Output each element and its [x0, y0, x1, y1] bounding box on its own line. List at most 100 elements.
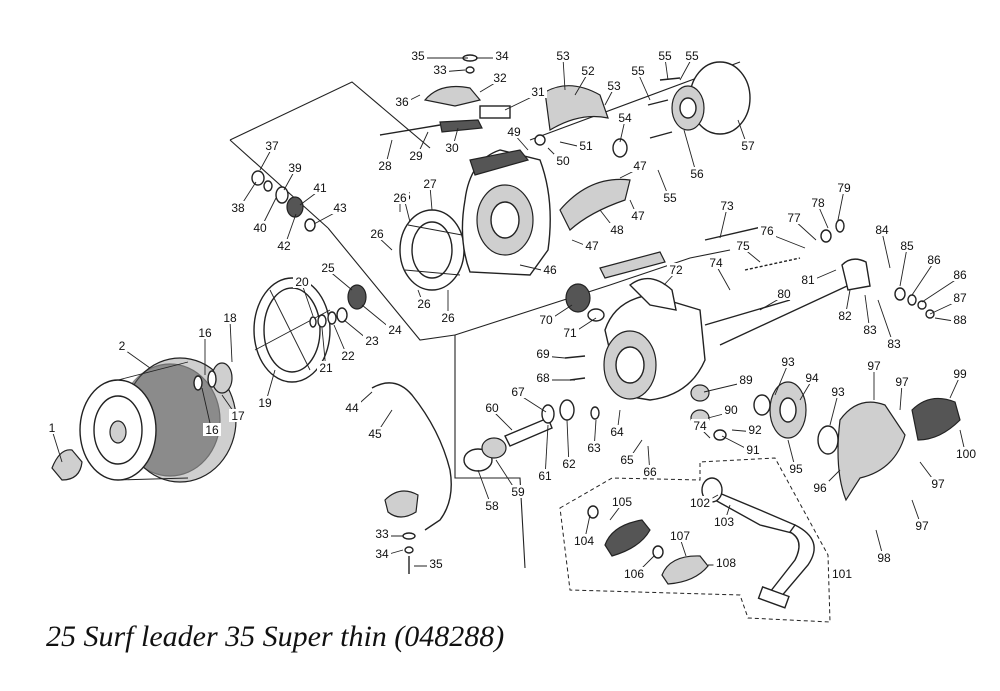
part-number-label: 35 — [429, 557, 443, 571]
part-label-bg — [865, 359, 883, 372]
part-leader-line — [637, 72, 651, 101]
part-label-bg — [631, 159, 649, 172]
part-label-bg — [554, 154, 572, 167]
part-label-bg — [263, 139, 281, 152]
part-number-label: 52 — [581, 64, 595, 78]
part-label-bg — [585, 441, 603, 454]
part-number-label: 53 — [556, 49, 570, 63]
part-label-bg — [873, 223, 891, 236]
part-number-label: 31 — [531, 85, 545, 99]
part-label-bg — [787, 462, 805, 475]
part-number-label: 47 — [631, 209, 645, 223]
part-leader-line — [51, 429, 63, 463]
part-number-label: 66 — [643, 465, 657, 479]
part-number-label: 107 — [670, 529, 690, 543]
part-number-label: 85 — [900, 239, 914, 253]
part-label-bg — [836, 309, 854, 322]
part-label-bg — [688, 167, 706, 180]
spool — [79, 357, 237, 483]
diagram-caption: 25 Surf leader 35 Super thin (048288) — [46, 620, 505, 653]
part-label-bg — [373, 527, 391, 540]
part-label-bg — [608, 425, 626, 438]
part-label-bg — [251, 221, 269, 234]
part-number-label: 34 — [495, 49, 509, 63]
part-label-bg — [560, 457, 578, 470]
part-number-label: 93 — [781, 355, 795, 369]
part-number-label: 68 — [536, 371, 550, 385]
bail-screws-lower — [402, 532, 416, 574]
part-number-label: 48 — [610, 223, 624, 237]
part-label-bg — [583, 239, 601, 252]
part-label-bg — [339, 349, 357, 362]
part-label-bg — [561, 326, 579, 339]
part-label-bg — [376, 159, 394, 172]
part-number-label: 55 — [658, 49, 672, 63]
part-number-label: 73 — [720, 199, 734, 213]
part-number-label: 97 — [915, 519, 929, 533]
part-number-label: 59 — [511, 485, 525, 499]
part-label-bg — [739, 139, 757, 152]
part-label-bg — [734, 239, 752, 252]
part-leader-line — [829, 393, 839, 426]
part-number-label: 72 — [669, 263, 683, 277]
part-number-label: 99 — [953, 367, 967, 381]
part-number-label: 106 — [624, 567, 644, 581]
part-label-bg — [534, 371, 552, 384]
part-number-label: 70 — [539, 313, 553, 327]
part-label-bg — [505, 125, 523, 138]
part-number-label: 33 — [433, 63, 447, 77]
part-label-bg — [275, 239, 293, 252]
part-number-label: 105 — [612, 495, 632, 509]
part-number-labels: 1216161718192021222324252626262626272829… — [46, 49, 979, 581]
part-label-bg — [835, 181, 853, 194]
handle — [701, 477, 815, 609]
part-number-label: 63 — [587, 441, 601, 455]
part-label-bg — [536, 469, 554, 482]
rotor-brace — [559, 178, 631, 231]
part-label-bg — [368, 227, 386, 240]
part-label-bg — [746, 423, 764, 436]
part-number-label: 47 — [585, 239, 599, 253]
part-label-bg — [409, 49, 427, 62]
part-number-label: 100 — [956, 447, 976, 461]
part-number-label: 83 — [887, 337, 901, 351]
part-label-bg — [621, 567, 647, 580]
part-label-bg — [737, 373, 755, 386]
part-label-bg — [483, 401, 501, 414]
part-label-bg — [616, 111, 634, 124]
part-number-label: 102 — [690, 496, 710, 510]
part-number-label: 2 — [119, 339, 126, 353]
part-leader-line — [229, 319, 233, 363]
part-number-label: 96 — [813, 481, 827, 495]
part-number-label: 98 — [877, 551, 891, 565]
part-number-label: 16 — [198, 326, 212, 340]
part-number-label: 29 — [409, 149, 423, 163]
part-label-bg — [363, 334, 381, 347]
part-label-bg — [875, 551, 893, 564]
part-label-bg — [667, 529, 693, 542]
part-leader-line — [921, 276, 961, 303]
part-label-bg — [711, 515, 737, 528]
part-label-bg — [431, 63, 449, 76]
part-number-label: 43 — [333, 201, 347, 215]
handle-knob — [587, 505, 709, 585]
part-number-label: 91 — [746, 443, 760, 457]
part-number-label: 93 — [831, 385, 845, 399]
part-label-bg — [687, 496, 713, 509]
part-label-bg — [393, 95, 411, 108]
part-label-bg — [509, 485, 527, 498]
part-number-label: 62 — [562, 457, 576, 471]
part-number-label: 57 — [741, 139, 755, 153]
part-number-label: 26 — [370, 227, 384, 241]
part-number-label: 53 — [607, 79, 621, 93]
part-number-label: 50 — [556, 154, 570, 168]
part-number-label: 34 — [375, 547, 389, 561]
part-number-label: 21 — [319, 361, 333, 375]
part-label-bg — [256, 396, 274, 409]
part-number-label: 32 — [493, 71, 507, 85]
part-label-bg — [577, 139, 595, 152]
part-label-bg — [829, 385, 847, 398]
part-number-label: 79 — [837, 181, 851, 195]
part-label-bg — [46, 421, 58, 434]
part-leader-line — [837, 189, 845, 221]
